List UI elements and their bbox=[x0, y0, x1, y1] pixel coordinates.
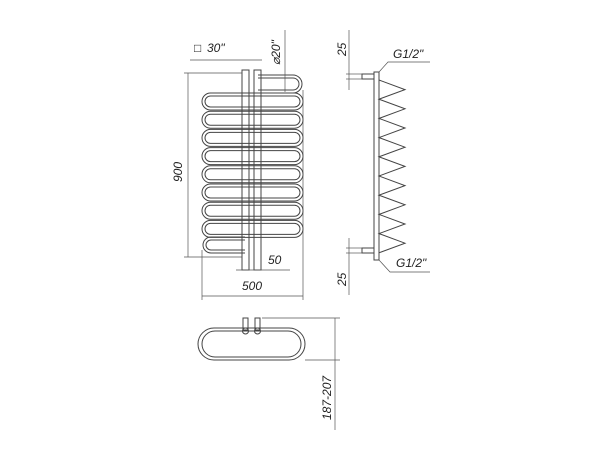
top-view: 187-207 bbox=[197, 317, 340, 430]
heating-loop bbox=[204, 204, 301, 217]
bottom-connector bbox=[361, 247, 375, 254]
bottom-loop bbox=[202, 236, 245, 254]
top-connection-label: G1/2" bbox=[393, 47, 424, 61]
heating-loop bbox=[204, 95, 301, 108]
plan-nipple bbox=[242, 327, 249, 335]
top-loop bbox=[258, 74, 303, 94]
leader-bottom bbox=[378, 259, 430, 273]
profile-label: 30" bbox=[207, 41, 225, 55]
side-view: 25 25 G1/2" G1/2" bbox=[335, 30, 430, 295]
height-label: 900 bbox=[171, 162, 185, 182]
depth-label: 187-207 bbox=[320, 375, 334, 420]
plan-pipe-right bbox=[254, 317, 261, 331]
top-connector bbox=[361, 73, 375, 80]
collector-pipe-right bbox=[253, 69, 262, 271]
plan-nipple bbox=[254, 327, 261, 335]
heating-loops bbox=[201, 92, 304, 238]
heating-loop bbox=[204, 222, 301, 235]
front-view: 900 500 50 □ 30" ⌀20" bbox=[171, 30, 304, 300]
side-collector bbox=[373, 71, 380, 261]
plan-pipe-left bbox=[242, 317, 249, 331]
leader-top bbox=[378, 61, 430, 73]
diameter-label: ⌀20" bbox=[269, 39, 283, 65]
bottom-offset-label: 25 bbox=[335, 272, 349, 287]
bottom-connection-label: G1/2" bbox=[396, 256, 427, 270]
square-symbol: □ bbox=[194, 41, 201, 55]
heating-loop bbox=[204, 168, 301, 181]
spacing-label: 50 bbox=[268, 253, 282, 267]
top-offset-label: 25 bbox=[335, 42, 349, 57]
plan-loop-outer bbox=[197, 327, 306, 361]
width-label: 500 bbox=[242, 279, 262, 293]
plan-loop-inner bbox=[201, 330, 302, 358]
heating-loop bbox=[204, 150, 301, 163]
heating-loop bbox=[204, 131, 301, 144]
side-zigzag bbox=[377, 79, 407, 254]
heating-loop bbox=[204, 186, 301, 199]
heating-loop bbox=[204, 113, 301, 126]
